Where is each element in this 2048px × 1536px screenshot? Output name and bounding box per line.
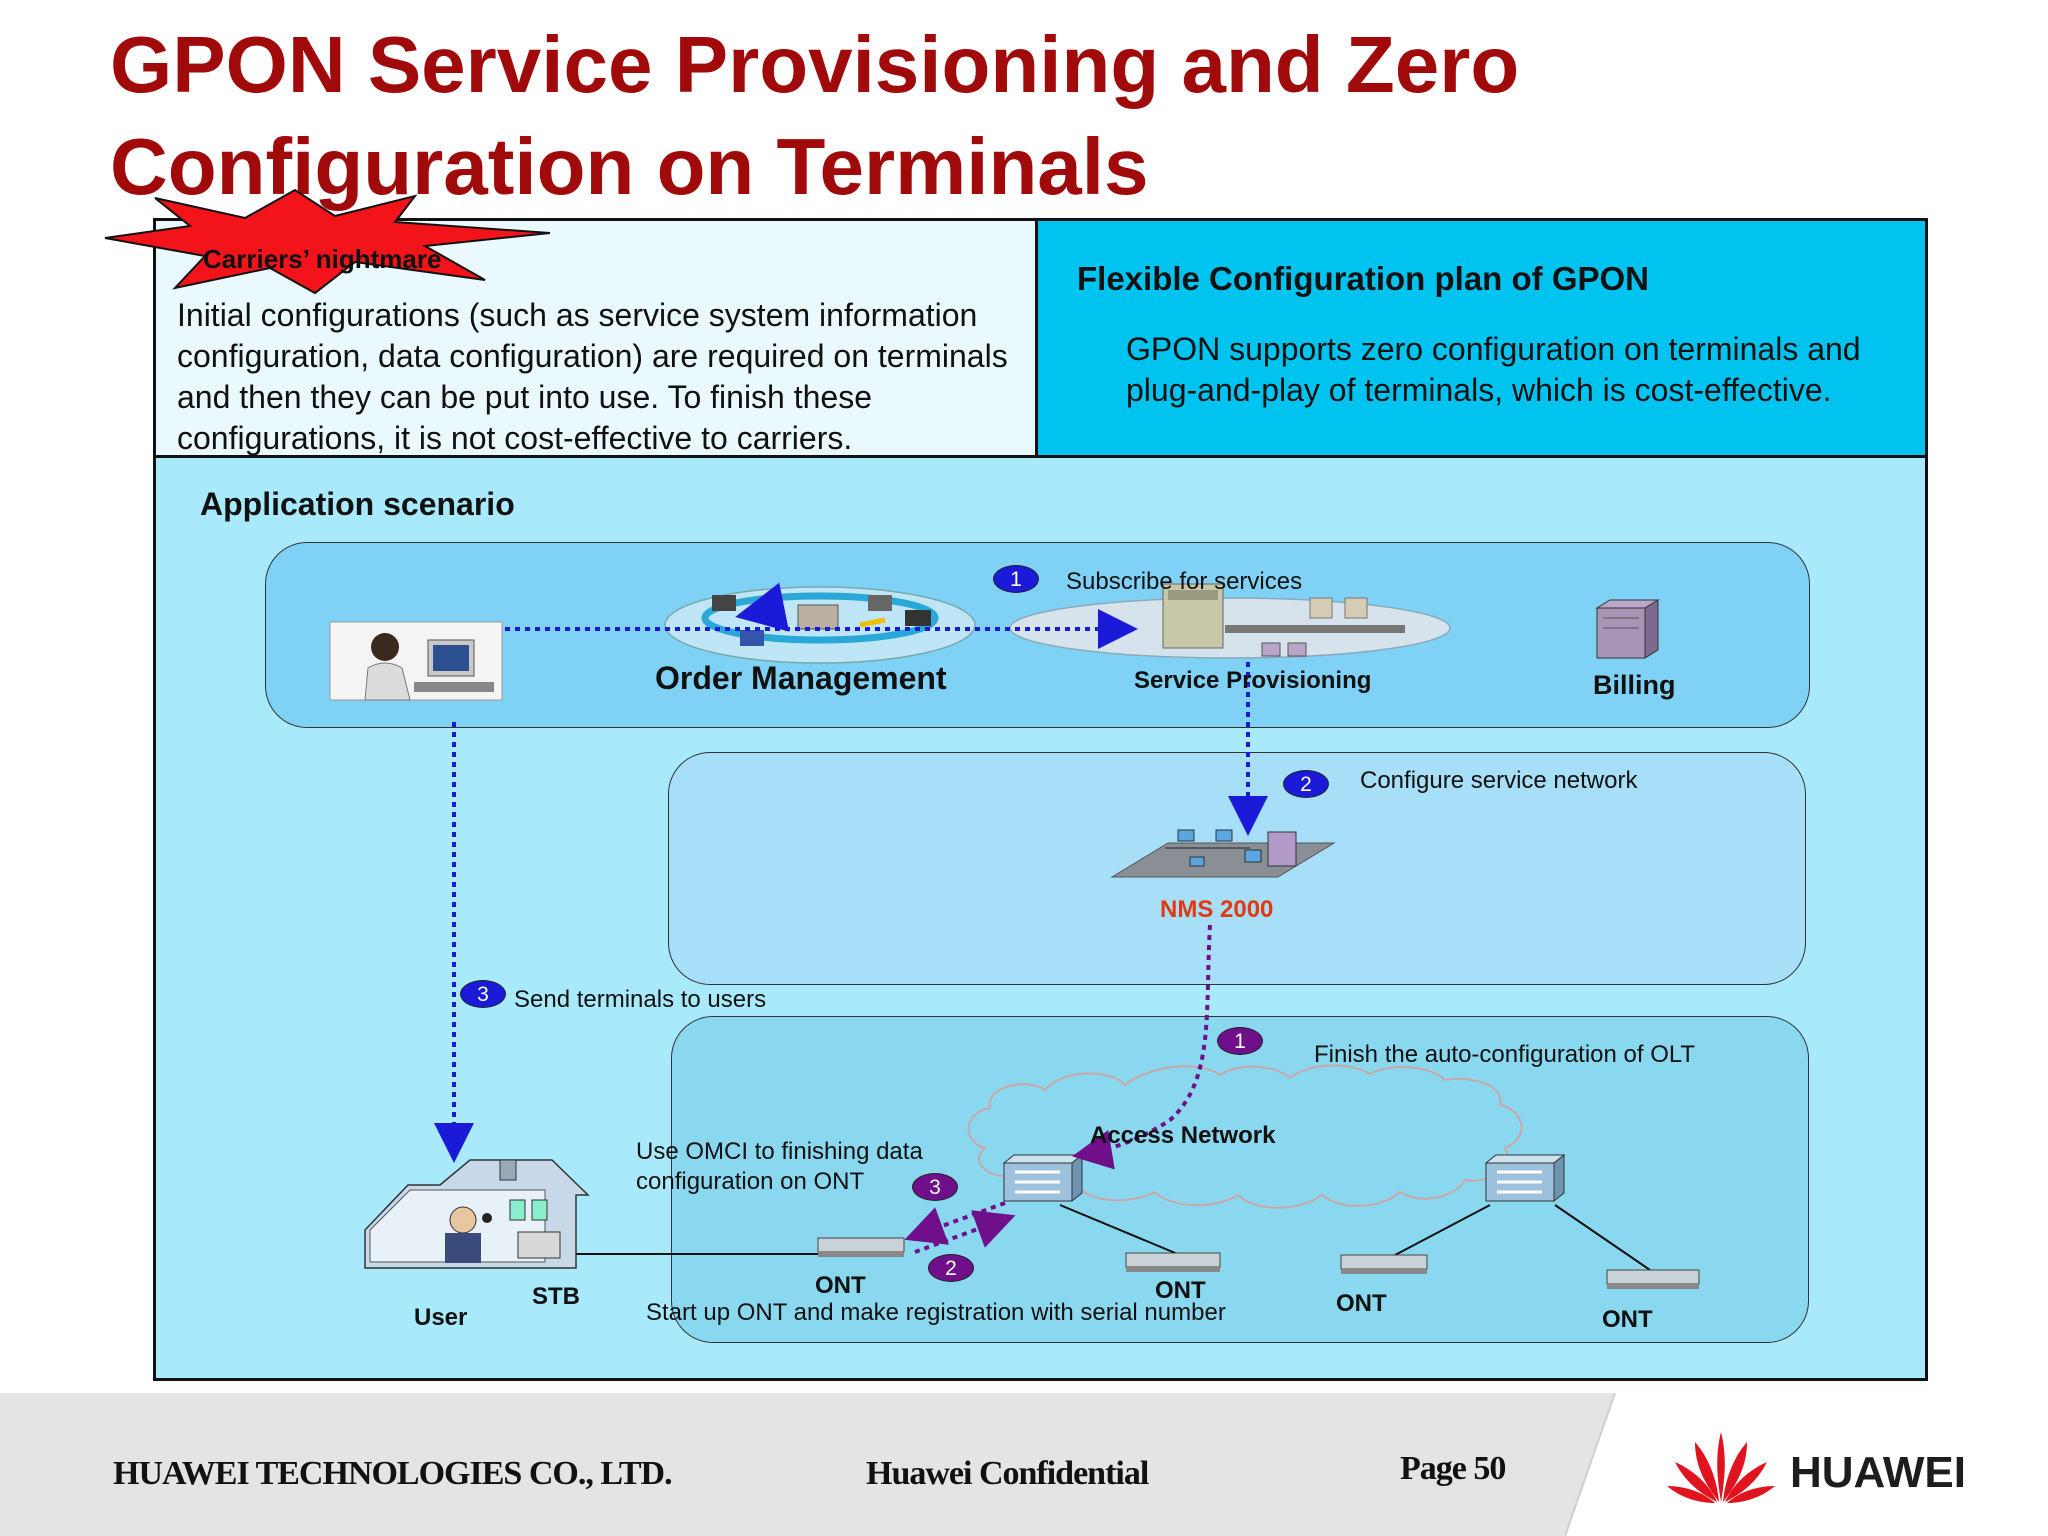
nms-icon bbox=[1110, 829, 1336, 878]
application-scenario-heading: Application scenario bbox=[200, 486, 515, 522]
gpon-plan-panel bbox=[1038, 218, 1928, 458]
stb-label: STB bbox=[532, 1283, 580, 1310]
nms-label: NMS 2000 bbox=[1160, 896, 1274, 923]
step-3-omci-badge: 3 bbox=[912, 1173, 958, 1201]
step-1-subscribe-badge: 1 bbox=[993, 565, 1039, 593]
footer-company: HUAWEI TECHNOLOGIES CO., LTD. bbox=[113, 1455, 673, 1492]
billing-label: Billing bbox=[1593, 670, 1676, 700]
step-olt-label: Finish the auto-configuration of OLT bbox=[1314, 1041, 1696, 1068]
step-2-startup-badge: 2 bbox=[928, 1254, 974, 1282]
huawei-flower-icon bbox=[1667, 1432, 1775, 1503]
access-network-label: Access Network bbox=[1090, 1122, 1276, 1149]
title-line-1: GPON Service Provisioning and Zero bbox=[110, 20, 1520, 109]
page-title: GPON Service Provisioning and Zero Confi… bbox=[110, 14, 1910, 218]
ont-device-2 bbox=[1125, 1252, 1221, 1272]
operator-icon bbox=[329, 621, 503, 701]
service-provisioning-label: Service Provisioning bbox=[1134, 667, 1372, 694]
footer-page-number: Page 50 bbox=[1400, 1450, 1506, 1487]
step-1-olt-badge: 1 bbox=[1217, 1027, 1263, 1055]
starburst-badge-shape bbox=[104, 188, 551, 295]
olt-device-left bbox=[1002, 1153, 1084, 1203]
step-startup-label: Start up ONT and make registration with … bbox=[646, 1299, 1226, 1326]
step-3-send-badge: 3 bbox=[460, 980, 506, 1008]
user-house-icon bbox=[364, 1159, 590, 1269]
step-omci-label-line-2: configuration on ONT bbox=[636, 1168, 865, 1195]
step-send-label: Send terminals to users bbox=[514, 986, 767, 1013]
huawei-logo-text: HUAWEI bbox=[1790, 1448, 1966, 1497]
ont-label-4: ONT bbox=[1602, 1306, 1653, 1333]
step-omci-label-line-1: Use OMCI to finishing data bbox=[636, 1138, 923, 1165]
ont-label-3: ONT bbox=[1336, 1290, 1387, 1317]
access-network-cloud bbox=[967, 1064, 1523, 1209]
billing-server-icon bbox=[1595, 599, 1660, 659]
ont-device-3 bbox=[1340, 1254, 1428, 1274]
step-subscribe-label: Subscribe for services bbox=[1066, 568, 1303, 595]
order-management-label: Order Management bbox=[655, 660, 947, 696]
order-management-icon bbox=[664, 582, 976, 664]
carriers-nightmare-badge: Carriers’ nightmare bbox=[203, 244, 442, 274]
ont-label-2: ONT bbox=[1155, 1277, 1206, 1304]
left-panel-text: Initial configurations (such as service … bbox=[177, 297, 1008, 456]
step-2-configure-badge: 2 bbox=[1283, 770, 1329, 798]
right-panel-text: GPON supports zero configuration on term… bbox=[1126, 331, 1861, 408]
right-panel-heading: Flexible Configuration plan of GPON bbox=[1077, 260, 1650, 297]
footer-confidential: Huawei Confidential bbox=[866, 1455, 1149, 1492]
olt-device-right bbox=[1484, 1153, 1566, 1203]
step-configure-label: Configure service network bbox=[1360, 767, 1638, 794]
ont-label-1: ONT bbox=[815, 1272, 866, 1299]
user-label: User bbox=[414, 1304, 468, 1331]
ont-device-4 bbox=[1606, 1269, 1700, 1289]
ont-device-1 bbox=[817, 1237, 905, 1257]
